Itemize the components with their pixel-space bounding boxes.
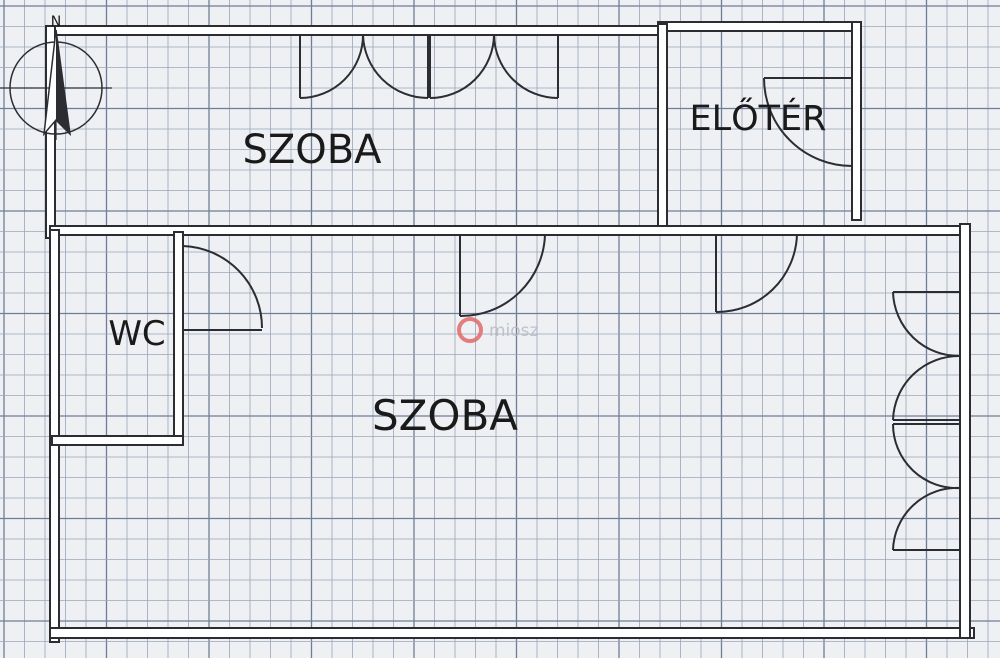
- gap-door-to-hall: [716, 227, 798, 234]
- watermark: miosz: [457, 317, 539, 343]
- compass-north-label: N: [51, 14, 61, 30]
- room-label-main-room: SZOBA: [372, 391, 518, 440]
- door-main-to-hall: [715, 233, 798, 314]
- wall-top-hall: [657, 21, 859, 32]
- french-door-right: [891, 291, 961, 551]
- french-door-top: [299, 34, 559, 99]
- north-compass: N: [0, 14, 112, 140]
- doors: [182, 34, 961, 551]
- gap-hall-entry: [853, 78, 860, 174]
- gap-door-to-upper-room: [460, 227, 546, 234]
- watermark-brand-text: miosz: [489, 321, 539, 341]
- gap-wc-door: [175, 244, 182, 332]
- door-main-to-upper: [459, 233, 546, 318]
- watermark-logo-icon: [457, 317, 483, 343]
- hall-entry-door: [763, 77, 853, 167]
- room-label-wc: WC: [108, 314, 165, 354]
- wall-room-hall-divider: [657, 23, 668, 230]
- room-label-hall: ELŐTÉR: [690, 97, 827, 139]
- room-label-upper-room: SZOBA: [242, 127, 382, 173]
- gap-upper-french-door: [300, 27, 558, 34]
- compass-needle-half-icon: [56, 30, 70, 134]
- wall-bottom: [49, 627, 975, 639]
- wc-door: [182, 244, 263, 331]
- door-gaps: [175, 27, 969, 550]
- gap-right-french-door: [961, 292, 969, 550]
- wall-wc-bottom: [51, 435, 184, 446]
